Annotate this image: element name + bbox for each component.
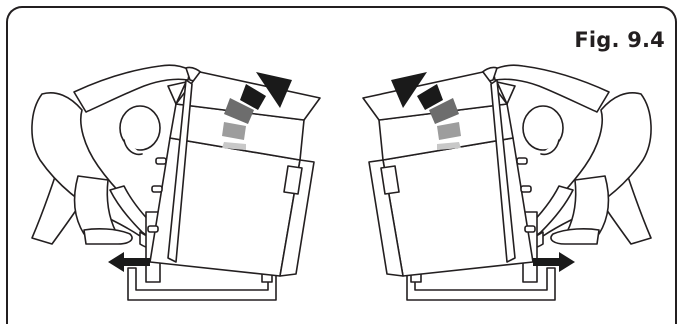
left-scene [32,65,320,300]
right-scene [363,65,651,300]
